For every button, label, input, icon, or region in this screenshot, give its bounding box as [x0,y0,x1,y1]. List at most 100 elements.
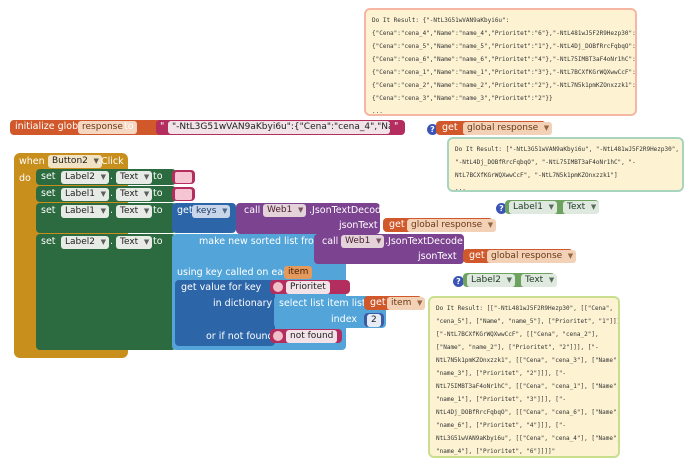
param-label: jsonText [339,220,378,231]
result-line: ... [455,185,466,192]
initialize-global-block[interactable]: initialize global response to [10,120,165,135]
get-label: get [442,122,458,133]
call-web1-jsontextdecode-block-2[interactable]: call Web1▼ .JsonTextDecode jsonText [314,234,464,264]
component-dropdown[interactable]: Label1▼ [61,205,110,218]
text-property-dropdown[interactable]: Text▼ [521,274,558,287]
set-label1-text-block[interactable]: set Label1▼ . Text▼ to [36,186,176,202]
component-dropdown[interactable]: Label2▼ [61,236,110,249]
not-found-text-block[interactable]: not found [270,329,342,343]
set-label: set [41,188,56,199]
component-dropdown[interactable]: Label2▼ [61,171,110,184]
result-line: {"Cena":"cena_5","Name":"name_5","Priori… [372,43,636,50]
chevron-down-icon: ▼ [100,190,107,198]
property-dropdown[interactable]: Text▼ [116,236,153,249]
property-dropdown[interactable]: Text▼ [116,171,153,184]
index-label: index [331,314,357,325]
do-it-result-bubble-bottom: Do It Result: [["-NtL481wJ5F2R9Hezp30", … [428,296,620,458]
result-line: {"Cena":"cena_4","Name":"name_4","Priori… [372,30,636,37]
call-web1-jsontextdecode-block-1[interactable]: call Web1▼ .JsonTextDecode jsonText [236,203,387,234]
using-key-label: using key called on each [177,267,295,278]
text-field-empty[interactable] [175,172,192,183]
method-label: .JsonTextDecode [385,236,463,247]
to-label: to [153,188,163,199]
chevron-down-icon: ▼ [100,173,107,181]
result-line: {"Cena":"cena_3","Name":"name_3","Priori… [372,95,553,102]
set-label: set [41,171,56,182]
result-line: "cena_5"], ["Name", "name_5"], ["Priorit… [436,318,620,325]
chevron-down-icon: ▼ [548,276,555,284]
get-item-block[interactable]: get item▼ [364,296,426,310]
result-line: "name_4"], ["Prioritet", "6"]]]]" [436,448,556,455]
chevron-down-icon: ▼ [143,207,150,215]
label1-text-getter[interactable]: Label1▼ Text▼ [505,200,600,214]
result-line: {"Cena":"cena_1","Name":"name_1","Priori… [372,69,636,76]
chevron-down-icon: ▼ [548,203,555,211]
empty-text-block[interactable] [172,170,195,184]
get-global-response-block-2[interactable]: get global response▼ [383,218,497,232]
chevron-down-icon: ▼ [143,190,150,198]
chevron-down-icon: ▼ [543,124,550,132]
get-var-dropdown[interactable]: global response▼ [463,122,553,135]
question-icon[interactable]: ? [453,276,464,287]
result-line: NtL7BCXfKGrWQXwwCcF", "-NtL7N5k1pmKZOnxz… [455,172,618,179]
text-string-block[interactable]: " "-NtL3G51wVAN9aKbyi6u":{"Cena":"cena_4… [156,120,405,135]
web-component-dropdown[interactable]: Web1▼ [341,235,385,248]
chevron-down-icon: ▼ [100,207,107,215]
dot-label: . [110,205,114,216]
button-component-dropdown[interactable]: Button2▼ [48,155,102,168]
set-label1-text-keys-block[interactable]: set Label1▼ . Text▼ to [36,203,176,233]
chevron-down-icon: ▼ [375,237,382,245]
index-number-field[interactable]: 2 [367,314,381,327]
question-icon[interactable]: ? [427,124,438,135]
result-line: {"Cena":"cena_6","Name":"name_6","Priori… [372,56,636,63]
set-label: set [41,236,56,247]
item-dropdown[interactable]: item▼ [387,297,426,310]
property-dropdown[interactable]: Text▼ [116,205,153,218]
property-dropdown[interactable]: Text▼ [116,188,153,201]
variable-name-field[interactable]: response [78,121,137,134]
set-label2-text-sorted-block[interactable]: set Label2▼ . Text▼ to [36,234,176,350]
get-label: get [370,297,386,308]
key-text-block[interactable]: Prioritet [270,280,350,294]
set-label2-text-block[interactable]: set Label2▼ . Text▼ to [36,169,176,185]
do-it-result-bubble-mid: Do It Result: ["-NtL3G51wVAN9aKbyi6u", "… [447,137,684,192]
get-global-response-block-3[interactable]: get global response▼ [463,249,577,263]
set-label: set [41,205,56,216]
text-field-empty[interactable] [175,189,192,200]
text-value-field[interactable]: "-NtL3G51wVAN9aKbyi6u":{"Cena":"cena_4",… [168,121,390,134]
dot-label: . [110,171,114,182]
get-var-dropdown[interactable]: global response▼ [407,219,497,232]
web-component-dropdown[interactable]: Web1▼ [263,204,307,217]
chevron-down-icon: ▼ [567,252,574,260]
keys-dropdown[interactable]: keys▼ [192,205,231,218]
get-global-response-block-1[interactable]: get global response▼ [436,121,553,135]
key-text-field[interactable]: Prioritet [286,281,330,294]
component-dropdown[interactable]: Label1▼ [61,188,110,201]
get-keys-block[interactable]: get keys▼ [172,203,236,233]
label1-component-dropdown[interactable]: Label1▼ [509,201,558,214]
label2-text-getter[interactable]: Label2▼ Text▼ [463,273,558,287]
get-value-label: get value for key [181,282,262,293]
call-label: call [244,205,261,216]
number-block[interactable]: 2 [364,313,384,327]
chevron-down-icon: ▼ [506,276,513,284]
if-not-found-label: or if not found [206,331,274,342]
result-line: "-NtL4Dj_DOBfRrcFqbqO", "-NtL75IMBT3aF4o… [455,159,636,166]
question-icon[interactable]: ? [496,203,507,214]
get-label: get [389,219,405,230]
pin-icon [273,331,283,341]
text-property-dropdown[interactable]: Text▼ [563,201,600,214]
param-label: jsonText [418,251,457,262]
chevron-down-icon: ▼ [143,238,150,246]
not-found-text-field[interactable]: not found [286,330,338,343]
result-line: Do It Result: [["-NtL481wJ5F2R9Hezp30", … [436,305,614,312]
result-line: NtL75IMBT3aF4oNr1hC", [["Cena", "cena_1"… [436,383,620,390]
empty-text-block[interactable] [172,187,195,201]
get-value-for-key-block[interactable]: get value for key in dictionary or if no… [175,280,275,346]
call-label: call [322,236,339,247]
get-var-dropdown[interactable]: global response▼ [487,250,577,263]
item-variable-field[interactable]: item [284,266,313,279]
text-quote-close: " [394,121,399,132]
label2-component-dropdown[interactable]: Label2▼ [467,274,516,287]
chevron-down-icon: ▼ [100,238,107,246]
